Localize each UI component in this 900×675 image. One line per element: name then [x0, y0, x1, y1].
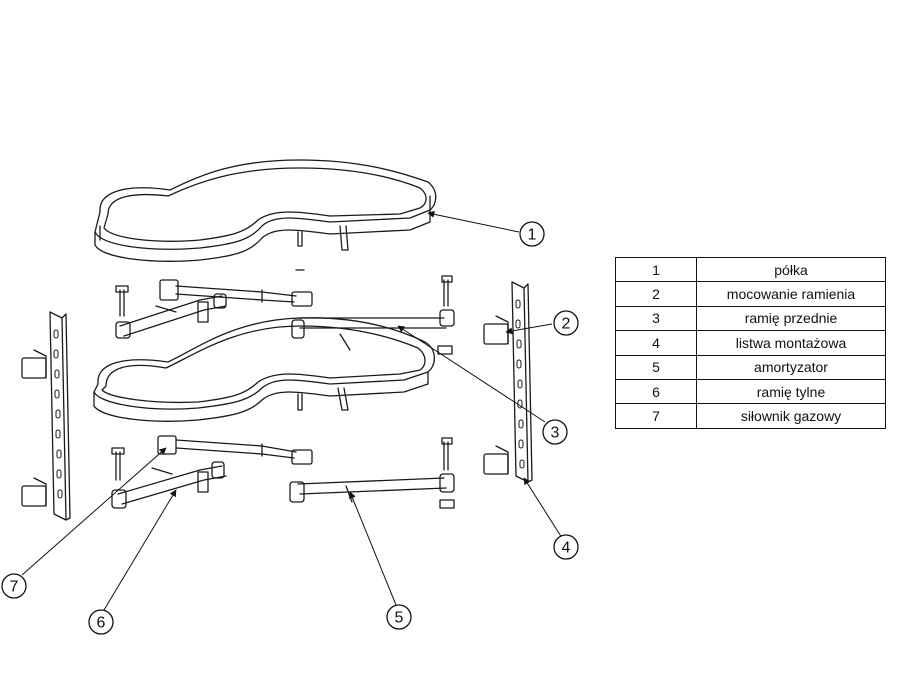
legend-row: 5 amortyzator — [615, 354, 886, 380]
parts-legend-table: 1 półka 2 mocowanie ramienia 3 ramię prz… — [615, 256, 886, 429]
callout-circle-3 — [542, 419, 568, 445]
legend-row: 1 półka — [615, 256, 886, 283]
legend-number: 7 — [615, 403, 697, 429]
upper-arm-assembly — [115, 275, 455, 355]
legend-number: 1 — [615, 256, 697, 283]
legend-part-name: listwa montażowa — [696, 330, 886, 356]
legend-row: 7 siłownik gazowy — [615, 403, 886, 429]
leader-4 — [523, 477, 563, 539]
leader-3 — [397, 325, 546, 423]
callout-label-6: 6 — [97, 615, 106, 632]
legend-row: 4 listwa montażowa — [615, 330, 886, 356]
legend-part-name: ramię tylne — [696, 378, 886, 405]
callout-circle-5 — [386, 604, 412, 630]
legend-part-name: siłownik gazowy — [696, 403, 886, 429]
legend-row: 2 mocowanie ramienia — [615, 281, 886, 307]
legend-part-name: półka — [696, 256, 886, 283]
legend-part-name: ramię przednie — [696, 305, 886, 332]
lower-arm-assembly — [111, 435, 455, 509]
leader-1 — [427, 210, 520, 233]
callout-label-1: 1 — [528, 227, 537, 244]
callout-label-2: 2 — [562, 316, 571, 333]
leader-2 — [505, 323, 553, 335]
callout-circle-4 — [553, 534, 579, 560]
callout-label-4: 4 — [562, 540, 571, 557]
legend-number: 2 — [615, 281, 697, 307]
callout-label-7: 7 — [10, 579, 19, 596]
legend-number: 3 — [615, 305, 697, 332]
leader-6 — [103, 489, 177, 611]
callout-circle-7 — [1, 573, 27, 599]
right-mounting-rail — [483, 281, 533, 483]
legend-number: 6 — [615, 378, 697, 405]
legend-row: 6 ramię tylne — [615, 378, 886, 405]
leader-5 — [349, 491, 397, 606]
legend-number: 4 — [615, 330, 697, 356]
leader-7 — [21, 447, 167, 576]
legend-row: 3 ramię przednie — [615, 305, 886, 332]
callout-label-3: 3 — [551, 425, 560, 442]
left-mounting-rail — [21, 311, 71, 521]
right-rail-slots — [515, 299, 525, 469]
legend-number: 5 — [615, 354, 697, 380]
legend-part-name: amortyzator — [696, 354, 886, 380]
upper-shelf — [94, 159, 437, 271]
left-rail-slots — [53, 329, 63, 499]
callout-circle-2 — [553, 310, 579, 336]
legend-part-name: mocowanie ramienia — [696, 281, 886, 307]
callout-circle-1 — [519, 221, 545, 247]
callout-label-5: 5 — [395, 610, 404, 627]
lower-shelf — [93, 317, 436, 422]
callout-circle-6 — [88, 609, 114, 635]
